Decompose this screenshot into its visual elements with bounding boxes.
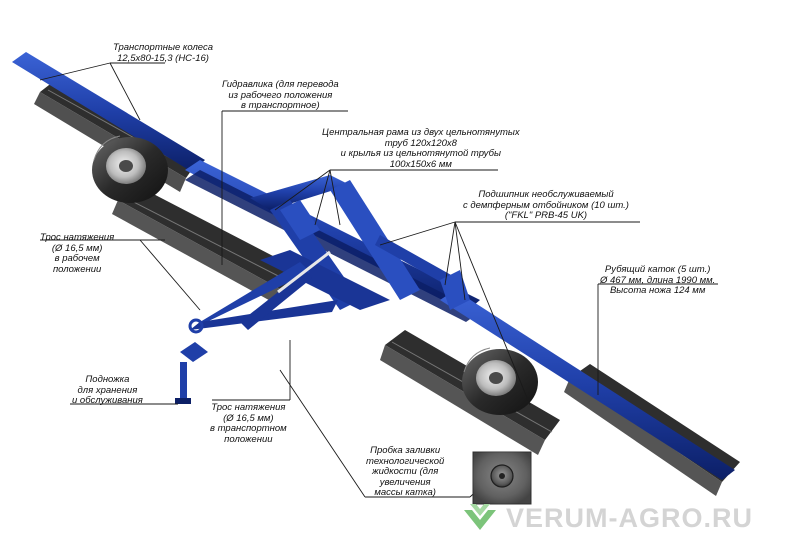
label-support-leg: Подножка для хранения и обслуживания <box>72 374 143 406</box>
central-frame <box>12 52 735 480</box>
label-tension-cable-transport: Трос натяжения (Ø 16,5 мм) в транспортно… <box>210 402 287 445</box>
roller-left-lower <box>112 186 300 304</box>
transport-wheel-left <box>92 135 168 203</box>
label-tension-cable-work: Трос натяжения (Ø 16,5 мм) в рабочем пол… <box>40 232 115 275</box>
transport-wheel-right <box>462 347 538 415</box>
label-chopping-roller: Рубящий каток (5 шт.) Ø 467 мм, длина 19… <box>600 264 716 296</box>
label-hydraulics: Гидравлика (для перевода из рабочего пол… <box>222 79 339 111</box>
watermark-text: VERUM-AGRO.RU <box>506 502 753 533</box>
leader-lines <box>39 62 718 498</box>
label-transport-wheels: Транспортные колеса 12,5х80-15,3 (НС-16) <box>113 42 214 64</box>
watermark: VERUM-AGRO.RU <box>462 500 753 536</box>
label-bearing: Подшипник необслуживаемый с демпферным о… <box>463 189 629 221</box>
label-central-frame: Центральная рама из двух цельнотянутых т… <box>322 127 520 170</box>
label-filler-plug: Пробка заливки технологической жидкости … <box>366 445 445 498</box>
chevron-logo-icon <box>464 504 496 530</box>
plug-photo-icon <box>472 451 532 505</box>
